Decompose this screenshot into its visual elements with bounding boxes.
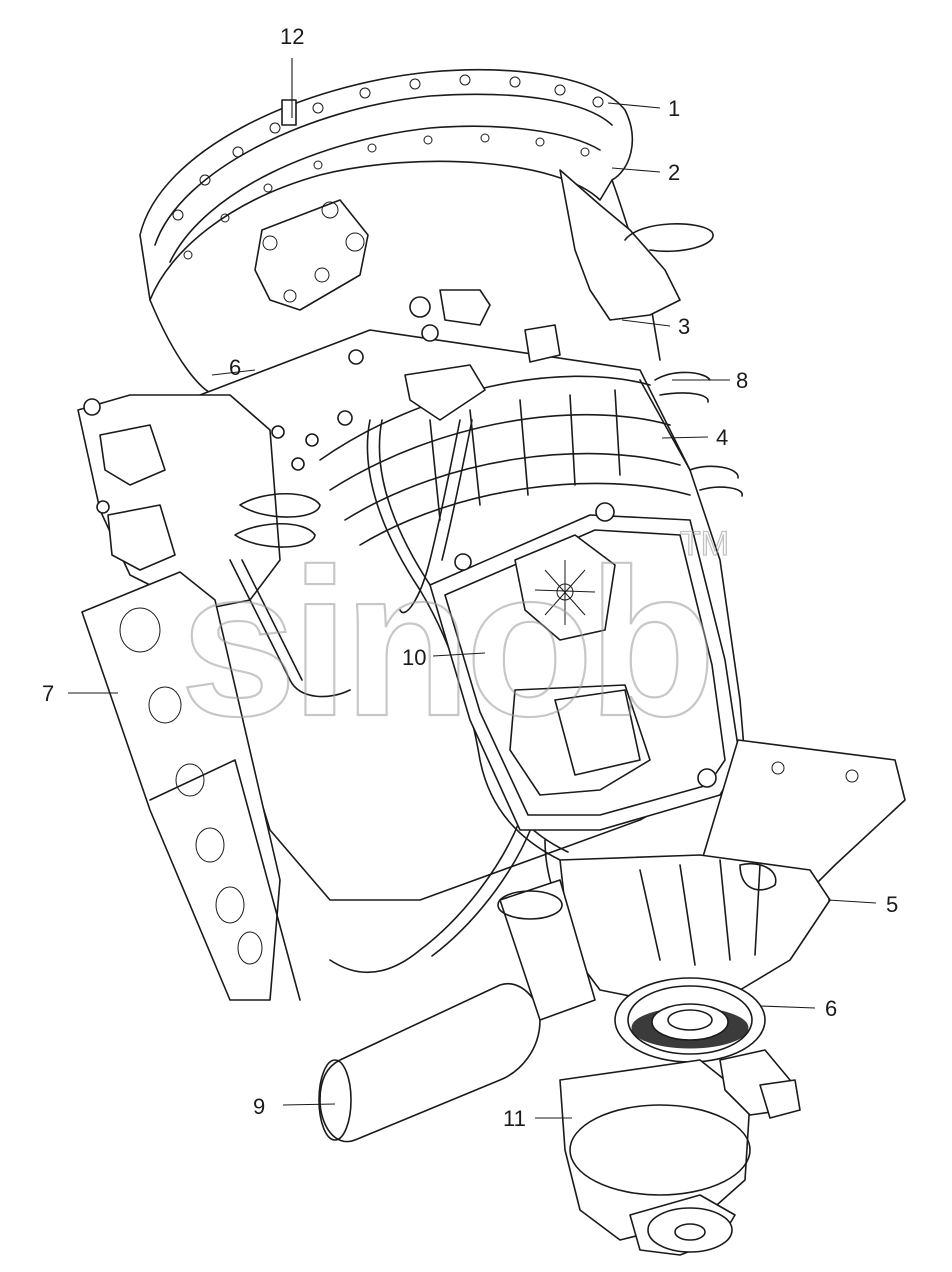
callout-12: 12 [280,24,304,49]
watermark-text: sinob [180,525,710,760]
callout-9: 9 [253,1094,265,1119]
leader-6a [211,369,256,376]
leader-6b [759,1005,816,1009]
callout-1: 1 [668,96,680,121]
callout-5: 5 [886,892,898,917]
leader-5 [827,899,877,904]
output-housing [559,854,831,1001]
speed-sensor-ring [614,977,766,1063]
output-flange [559,1049,801,1256]
filter-cylinder [318,879,596,1143]
callout-labels: 12 1 2 3 8 4 6 7 10 5 6 9 11 [42,24,898,1131]
leader-10 [432,652,486,657]
callout-4: 4 [716,425,728,450]
watermark: sinob TM [179,524,730,761]
valve-body-left [77,394,321,611]
flywheel-housing-flange [139,69,634,301]
watermark-trademark: TM [680,525,729,563]
callout-2: 2 [668,160,680,185]
callout-10: 10 [402,645,426,670]
callout-7: 7 [42,681,54,706]
callout-leaders [68,58,877,1119]
mounting-bracket-upper [254,169,743,497]
electronic-control-unit [429,502,741,831]
callout-3: 3 [678,314,690,339]
callout-6-upper: 6 [229,355,241,380]
callout-8: 8 [736,368,748,393]
leader-3 [621,319,671,327]
leader-2 [611,167,661,173]
leader-1 [607,102,661,109]
callout-6-lower: 6 [825,996,837,1021]
callout-11: 11 [503,1106,526,1131]
leader-9 [282,1103,336,1106]
side-mounting-plate [81,571,301,1001]
leader-4 [661,436,709,439]
